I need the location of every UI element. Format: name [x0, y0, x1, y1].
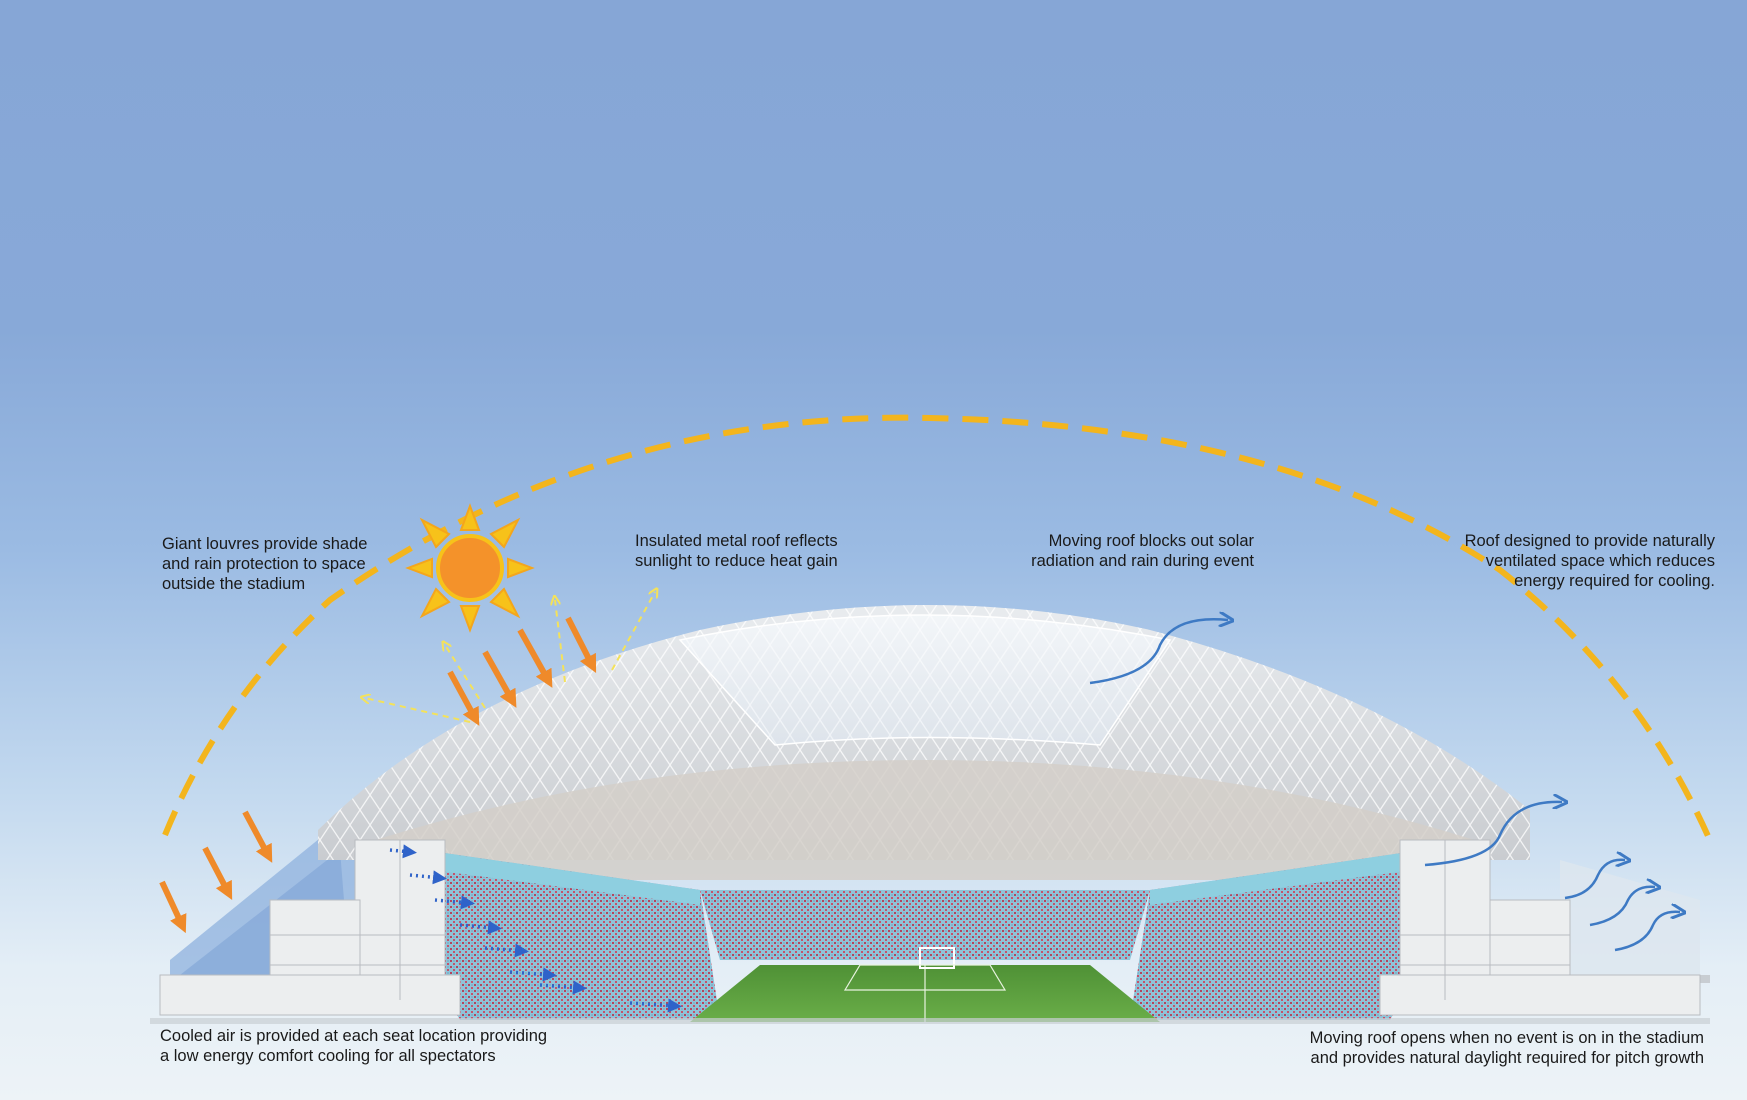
annotation-metal-roof: Insulated metal roof reflects sunlight t…	[635, 532, 838, 570]
cooling-air-arrow	[629, 998, 682, 1013]
reflected-light-arrow	[611, 592, 655, 671]
football-pitch	[690, 947, 1160, 1022]
louvre-structure-right	[1560, 860, 1710, 990]
solar-arrow	[159, 880, 187, 934]
solar-arrow	[242, 810, 273, 863]
annotation-cooled-air: Cooled air is provided at each seat loca…	[160, 1027, 548, 1065]
solar-arrows	[159, 616, 597, 934]
stadium-structure-left	[159, 839, 461, 1016]
cooling-air-arrows	[389, 844, 682, 1013]
sun-path-arc	[162, 414, 1715, 847]
annotation-louvres: Giant louvres provide shade and rain pro…	[162, 535, 368, 593]
solar-arrow	[447, 670, 480, 726]
reflected-light-arrows	[365, 592, 655, 723]
annotation-ventilated: Roof designed to provide naturally venti…	[1464, 532, 1715, 590]
airflow-arrow	[1424, 802, 1562, 867]
cooling-air-arrow	[539, 980, 587, 995]
cooling-air-arrow	[509, 967, 557, 982]
airflow-arrow	[1564, 860, 1625, 900]
annotation-moving-roof-blocks: Moving roof blocks out solar radiation a…	[1031, 532, 1254, 570]
sun-icon	[405, 503, 535, 633]
reflected-light-arrow	[445, 645, 486, 709]
solar-arrow	[482, 650, 517, 708]
airflow-arrow	[1089, 619, 1228, 685]
stadium-structure-right	[1379, 839, 1701, 1016]
cooling-air-arrow	[484, 943, 529, 958]
airflow-arrows	[1089, 619, 1680, 952]
reflected-light-arrow	[365, 698, 471, 723]
solar-arrow	[202, 846, 233, 900]
airflow-arrow	[1589, 887, 1655, 927]
annotation-moving-roof-opens: Moving roof opens when no event is on in…	[1309, 1029, 1704, 1067]
airflow-arrow	[1614, 912, 1680, 952]
solar-arrow	[565, 616, 597, 674]
reflected-light-arrow	[555, 600, 566, 683]
cooling-air-arrow	[409, 870, 447, 885]
solar-arrow	[517, 628, 553, 688]
